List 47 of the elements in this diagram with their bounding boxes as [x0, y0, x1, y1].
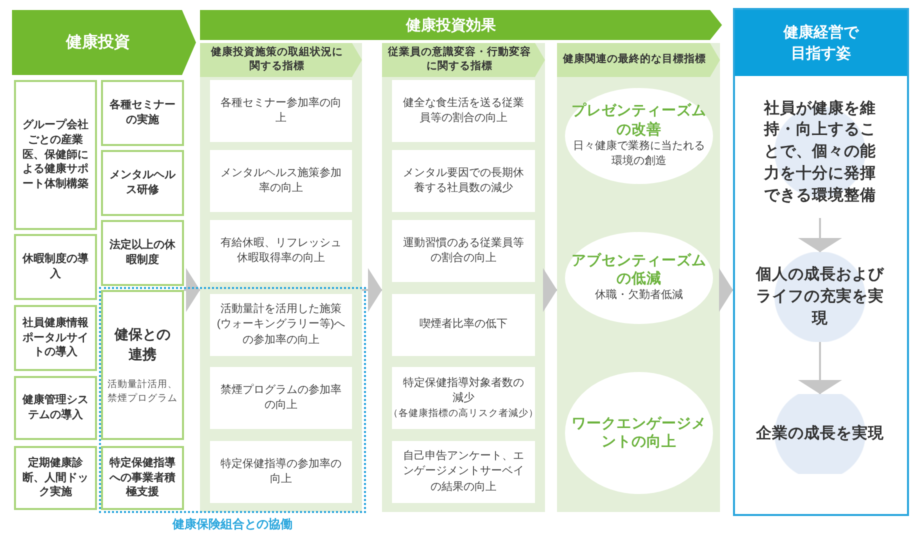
measure-box: グループ会社ごとの産業医、保健師による健康サポート体制構築 — [14, 80, 97, 230]
measure-box: 法定以上の休暇制度 — [101, 220, 184, 286]
measure-note: 活動量計活用、禁煙プログラム — [106, 378, 178, 405]
goal-title: プレゼンティーズムの改善 — [571, 102, 707, 139]
indicator-box: 運動習慣のある従業員等の割合の向上 — [392, 220, 535, 282]
indicator-box: 活動量計を活用した施策(ウォーキングラリー等)への参加率の向上 — [210, 294, 352, 356]
stage-header-band: 健康投資 — [12, 10, 196, 75]
column-header-band: 健康関連の最終的な目標指標 — [557, 43, 720, 77]
measure-box: 健康管理システムの導入 — [14, 376, 97, 440]
measure-box: 定期健康診断、人間ドック実施 — [14, 446, 97, 510]
indicator-box: 特定保健指導の参加率の向上 — [210, 441, 352, 503]
indicator-box: メンタルヘルス施策参加率の向上 — [210, 150, 352, 212]
measure-box: メンタルヘルス研修 — [101, 150, 184, 216]
goal-title: ワークエンゲージメントの向上 — [571, 414, 707, 452]
vision-header: 健康経営で目指す姿 — [735, 10, 907, 76]
flow-arrow — [543, 268, 557, 312]
goal-description: 日々健康で業務に当たれる環境の創造 — [572, 138, 706, 170]
indicator-text: 特定保健指導対象者数の減少 — [402, 376, 525, 406]
indicator-box: メンタル要因での長期休養する社員数の減少 — [392, 150, 535, 212]
measure-box: 休暇制度の導入 — [14, 234, 97, 300]
goal-description: 休職・欠勤者低減 — [595, 288, 683, 304]
indicator-box: 有給休暇、リフレッシュ休暇取得率の向上 — [210, 220, 352, 282]
column-header-band: 従業員の意識変容・行動変容に関する指標 — [382, 43, 545, 77]
stage-header-band: 健康投資効果 — [200, 10, 722, 40]
column-header-band: 健康投資施策の取組状況に関する指標 — [200, 43, 362, 77]
flow-arrow — [798, 218, 842, 252]
vision-panel — [733, 8, 909, 516]
measure-box: 特定保健指導への事業者積極支援 — [101, 446, 184, 510]
indicator-box: 健全な食生活を送る従業員等の割合の向上 — [392, 80, 535, 142]
indicator-note: （各健康指標の高リスク者減少） — [388, 406, 538, 420]
flow-arrow — [184, 268, 200, 312]
flow-arrow — [362, 268, 382, 312]
goal-title: アブセンティーズムの低減 — [571, 252, 707, 288]
indicator-box: 自己申告アンケート、エンゲージメントサーベイの結果の向上 — [392, 441, 535, 503]
indicator-box: 禁煙プログラムの参加率の向上 — [210, 367, 352, 429]
column-panel — [557, 43, 720, 512]
indicator-box: 喫煙者比率の低下 — [392, 294, 535, 356]
flow-arrow — [798, 342, 842, 394]
indicator-box — [392, 367, 535, 429]
measure-box: 社員健康情報ポータルサイトの導入 — [14, 305, 97, 371]
measure-box: 各種セミナーの実施 — [101, 80, 184, 146]
group-caption: 健康保険組合との協働 — [171, 516, 294, 533]
column-panel — [382, 43, 545, 512]
measure-title: 健保との連携 — [113, 325, 172, 364]
measure-box — [101, 290, 184, 440]
flow-arrow — [719, 268, 733, 312]
indicator-box: 各種セミナー参加率の向上 — [210, 80, 352, 142]
